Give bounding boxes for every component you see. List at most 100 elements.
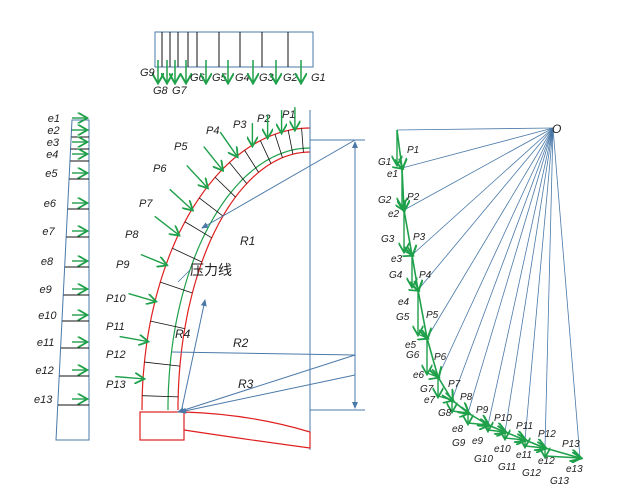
arch-force-label: P10: [106, 293, 126, 305]
top-load-box: [154, 31, 314, 68]
polygon-p-arrow: [403, 209, 412, 255]
polygon-e-label: e4: [398, 297, 410, 308]
polygon-g-label: G6: [406, 350, 420, 361]
polygon-g-label: G12: [522, 468, 541, 479]
top-load-label: G7: [172, 85, 188, 97]
polygon-p-label: P7: [448, 379, 461, 390]
radius-r1: [201, 139, 356, 229]
arch-force-label: P1: [282, 109, 295, 121]
polygon-e-label: e10: [494, 444, 511, 455]
pressure-line: [167, 147, 311, 410]
arch-inner-edge: [177, 151, 311, 410]
polygon-e-label: e7: [424, 395, 436, 406]
polygon-p-arrow: [397, 129, 402, 168]
polygon-g-label: G4: [389, 270, 403, 281]
polygon-g-label: G9: [452, 438, 466, 449]
arch-force-label: P4: [206, 125, 219, 137]
radius-r2: [177, 354, 356, 414]
polygon-ray: [487, 127, 554, 426]
polygon-g-label: G10: [474, 454, 493, 465]
lateral-load-label: e5: [45, 168, 58, 180]
arch-force-arrow-p8: [169, 188, 192, 209]
pressure-line-label: 压力线: [190, 262, 232, 278]
lateral-load-label: e4: [46, 149, 58, 161]
foundation-slab: [183, 411, 311, 449]
polygon-g-label: G2: [378, 195, 392, 206]
arch-force-label: P8: [125, 229, 139, 241]
voussoir-joint: [229, 162, 248, 184]
polygon-p-arrow: [437, 376, 452, 400]
voussoir-joint: [198, 197, 224, 217]
arch-force-arrow-p5: [219, 131, 237, 156]
top-load-label: G3: [259, 72, 275, 84]
polygon-ray: [552, 127, 581, 459]
polygon-ray: [504, 127, 554, 433]
arch-force-label: P13: [106, 379, 126, 391]
top-load-label: G9: [140, 67, 155, 79]
arch-force-arrow-p11: [128, 292, 155, 302]
polygon-p-label: P1: [407, 145, 419, 156]
voussoir-joint: [142, 395, 179, 398]
polygon-ray: [467, 127, 554, 414]
voussoir-joint: [184, 221, 212, 239]
voussoir-joint: [150, 320, 185, 330]
polygon-e-label: e5: [405, 340, 417, 351]
polygon-p-label: P8: [460, 392, 473, 403]
lateral-load-label: e12: [35, 365, 53, 377]
radius-label: R1: [240, 234, 255, 248]
pressure-line-pointer: [177, 269, 191, 283]
arch-force-label: P2: [257, 113, 270, 125]
polygon-p-label: P12: [538, 429, 556, 440]
polygon-g-label: G7: [420, 384, 434, 395]
polygon-g-label: G13: [550, 476, 569, 487]
arch-force-label: P6: [153, 163, 167, 175]
polygon-ray: [411, 127, 554, 256]
polygon-p-label: P9: [476, 405, 489, 416]
ray-o: [396, 127, 554, 131]
polygon-e-label: e8: [452, 424, 464, 435]
lateral-load-label: e1: [48, 113, 60, 125]
polygon-ray: [401, 127, 554, 169]
polygon-p-label: P11: [516, 421, 533, 432]
voussoir-joint: [301, 128, 304, 153]
radius-label: R3: [238, 377, 254, 391]
arch-force-arrow-p10: [140, 253, 166, 265]
lateral-load-label: e10: [38, 310, 57, 322]
polygon-p-arrow: [402, 167, 404, 210]
polygon-p-arrow: [417, 289, 427, 338]
radius-r4: [181, 299, 207, 409]
polygon-p-label: P13: [562, 439, 580, 450]
polygon-ray: [417, 127, 554, 291]
top-load-label: G6: [190, 72, 206, 84]
polygon-p-arrow: [451, 399, 468, 413]
polygon-p-label: P3: [413, 232, 426, 243]
polygon-e-label: e12: [538, 456, 555, 467]
arch-force-label: P9: [116, 259, 129, 271]
voussoir-joint: [214, 176, 236, 198]
polygon-g-label: G8: [438, 408, 452, 419]
polygon-p-arrow: [426, 337, 438, 377]
polygon-p-label: P2: [407, 192, 420, 203]
polygon-ray: [524, 127, 554, 441]
polygon-g-label: G11: [498, 462, 516, 473]
arch-force-arrow-p13: [115, 377, 143, 379]
top-load-label: G2: [283, 72, 298, 84]
arch-force-label: P12: [106, 349, 126, 361]
polygon-p-label: P5: [426, 310, 439, 321]
lateral-load-strip: [55, 119, 90, 441]
lateral-load-label: e3: [47, 137, 60, 149]
polygon-g-label: G1: [378, 157, 391, 168]
lateral-load-label: e2: [47, 125, 59, 137]
polygon-ray: [403, 127, 554, 211]
lateral-load-label: e7: [42, 226, 55, 238]
voussoir-joint: [172, 247, 203, 263]
lateral-load-label: e13: [34, 394, 53, 406]
top-load-label: G8: [153, 85, 169, 97]
voussoir-joint: [259, 140, 272, 164]
radius-r3: [179, 374, 356, 414]
arch-force-arrow-p12: [119, 337, 147, 342]
radius-label: R4: [175, 327, 191, 341]
polygon-p-arrow: [544, 447, 580, 458]
